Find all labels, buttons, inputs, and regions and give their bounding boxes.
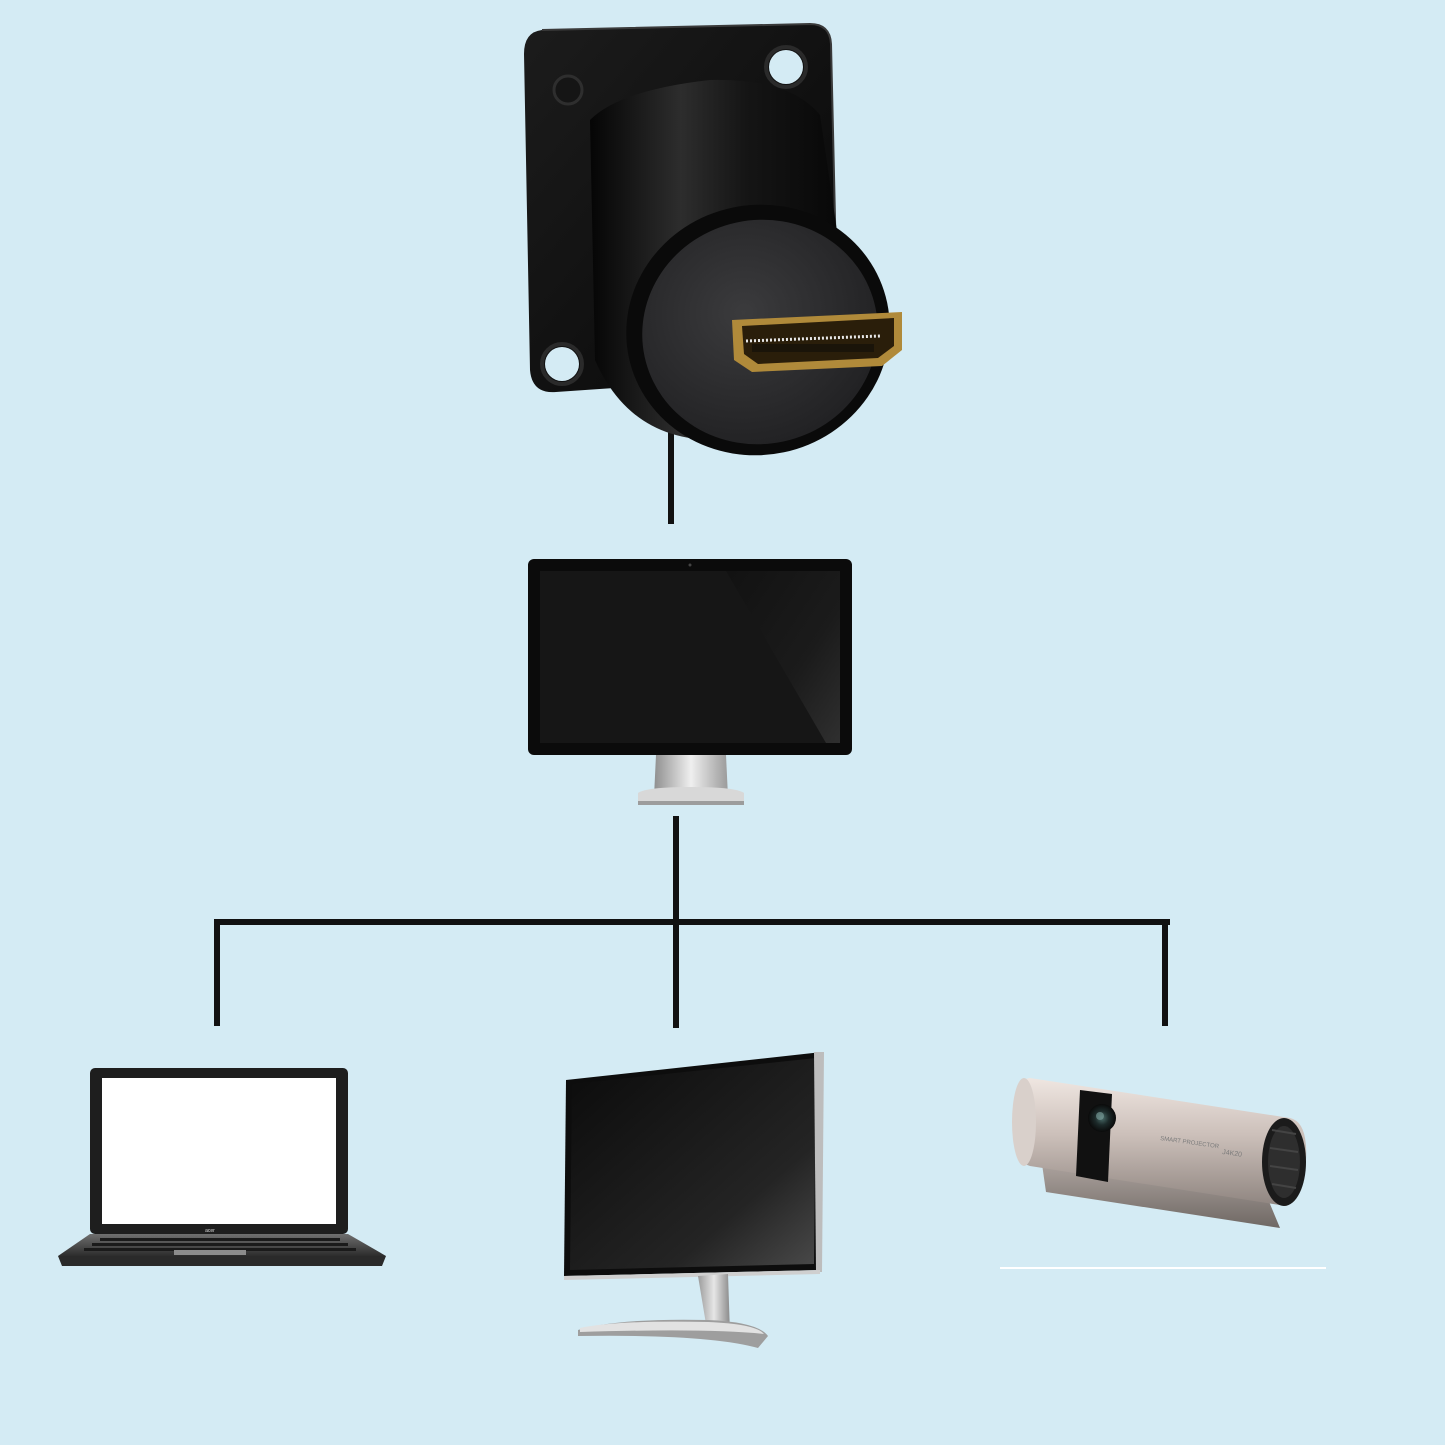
svg-text:acer: acer [205, 1228, 215, 1234]
desktop-monitor-icon [526, 557, 856, 812]
hdmi-panel-connector-icon [520, 20, 910, 460]
mini-projector-icon: SMART PROJECTOR J4K20 [1000, 1070, 1330, 1275]
laptop-icon: acer [56, 1066, 390, 1271]
connector-line-drop-projector [1162, 919, 1168, 1026]
connector-line-horizontal-bus [214, 919, 1170, 925]
monitor-icon [558, 1048, 828, 1350]
connector-line-drop-laptop [214, 919, 220, 1026]
